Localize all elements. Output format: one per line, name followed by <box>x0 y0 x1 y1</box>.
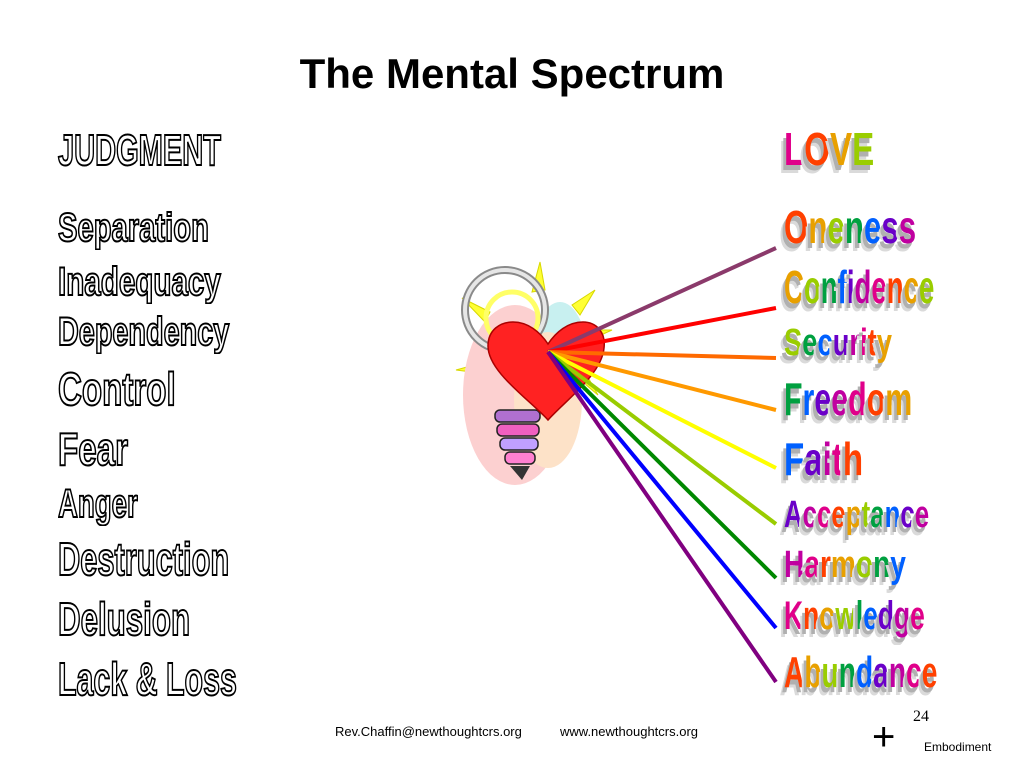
judgment-item-control: Control <box>57 362 176 416</box>
spectrum-ray <box>546 350 778 684</box>
plus-icon: + <box>872 715 896 759</box>
spectrum-ray <box>547 306 777 354</box>
judgment-heading: JUDGMENT <box>57 125 221 176</box>
judgment-item-lack-and-loss: Lack & Loss <box>57 652 237 706</box>
spectrum-rays <box>546 246 778 684</box>
judgment-item-destruction: Destruction <box>57 532 230 586</box>
footer-website-link[interactable]: www.newthoughtcrs.org <box>560 724 699 739</box>
judgment-item-fear: Fear <box>57 422 128 476</box>
judgment-item-delusion: Delusion <box>57 592 191 646</box>
love-item-oneness: Oneness <box>784 201 917 253</box>
love-item-faith: Faith <box>784 433 864 485</box>
spectrum-ray <box>547 350 777 360</box>
footer-email-link[interactable]: Rev.Chaffin@newthoughtcrs.org <box>335 724 522 739</box>
spectrum-ray <box>547 350 777 412</box>
love-item-acceptance: Acceptance <box>784 494 930 536</box>
spectrum-ray <box>547 350 777 470</box>
judgment-item-separation: Separation <box>57 205 209 251</box>
love-item-abundance: Abundance <box>784 648 938 697</box>
slide-title: The Mental Spectrum <box>299 50 725 97</box>
love-item-knowledge: Knowledge <box>784 594 925 638</box>
love-item-confidence: Confidence <box>784 261 935 313</box>
love-item-freedom: Freedom <box>784 373 913 425</box>
love-heading: LOVE <box>784 123 875 175</box>
spectrum-ray <box>546 350 778 526</box>
spectrum-ray <box>546 350 778 630</box>
spectrum-ray <box>546 350 778 580</box>
judgment-item-anger: Anger <box>57 481 138 527</box>
judgment-item-inadequacy: Inadequacy <box>57 259 221 305</box>
page-number: 24 <box>913 708 929 725</box>
spectrum-ray <box>547 246 777 354</box>
embodiment-label: Embodiment <box>924 740 992 754</box>
love-item-security: Security <box>784 322 893 364</box>
love-item-harmony: Harmony <box>784 544 906 586</box>
judgment-item-dependency: Dependency <box>57 309 230 355</box>
